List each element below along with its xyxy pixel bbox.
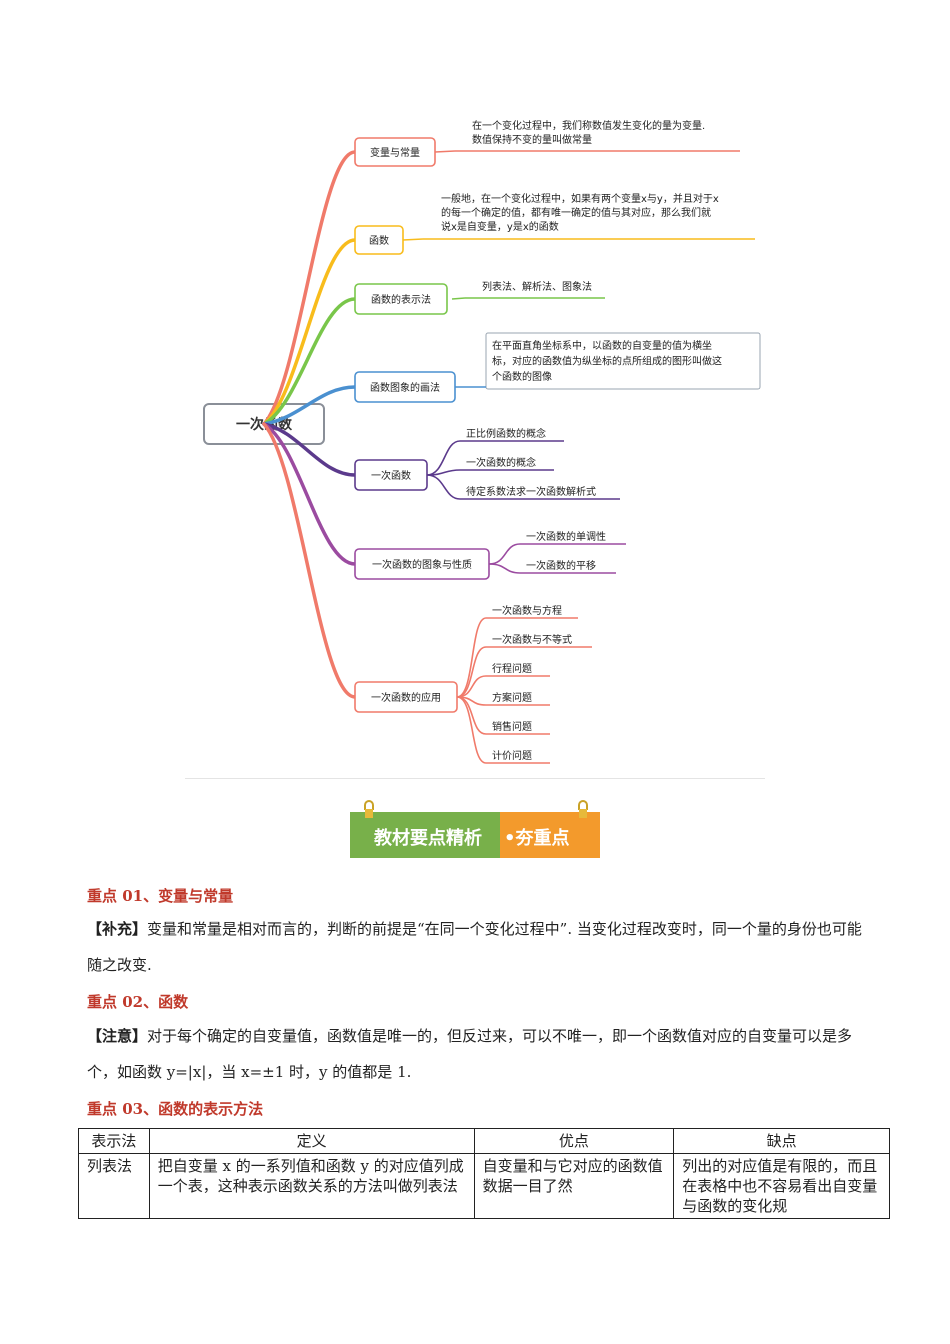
mindmap-note-text: 在平面直角坐标系中，以函数的自变量的值为横坐 <box>492 339 712 352</box>
mindmap-branch-connector <box>262 385 357 426</box>
representation-table: 表示法 定义 优点 缺点 列表法 把自变量 x 的一系列值和函数 y 的对应值列… <box>78 1128 890 1219</box>
mind-map: 一次函数 变量与常量 在一个变化过程中，我们称数值发生变化的量为变量.数值保持不变… <box>203 119 761 764</box>
mindmap-branch-connector <box>262 238 357 426</box>
mindmap-note-text: 说x是自变量，y是x的函数 <box>441 220 559 233</box>
mindmap-child-connector <box>488 543 521 565</box>
mindmap-branch-connector <box>262 422 357 477</box>
table-row: 列表法 把自变量 x 的一系列值和函数 y 的对应值列成一个表，这种表示函数关系… <box>78 1153 890 1219</box>
table-cell: 把自变量 x 的一系列值和函数 y 的对应值列成一个表，这种表示函数关系的方法叫… <box>148 1153 475 1219</box>
mindmap-child-connector <box>456 617 487 698</box>
banner-right-text: •夯重点 <box>504 828 570 849</box>
mindmap-child-connector <box>456 646 487 698</box>
mindmap-child-connector <box>488 563 521 574</box>
section-title-3: 重点 03、函数的表示方法 <box>87 1100 264 1118</box>
mindmap-child-label: 一次函数与不等式 <box>492 633 572 646</box>
mindmap-node-label: 一次函数 <box>371 469 411 482</box>
mindmap-node-label: 函数 <box>369 234 389 247</box>
mindmap-child-connector <box>426 440 461 476</box>
supplement-tag: 【补充】 <box>87 920 148 938</box>
mindmap-node-label: 一次函数的图象与性质 <box>372 558 472 571</box>
mindmap-child-label: 待定系数法求一次函数解析式 <box>466 485 596 498</box>
binder-clip-icon <box>576 800 590 818</box>
mindmap-branch-connector <box>262 422 357 699</box>
table-header-cell: 缺点 <box>673 1128 890 1154</box>
table-header-cell: 表示法 <box>78 1128 150 1154</box>
section-title-2: 重点 02、函数 <box>87 993 189 1011</box>
mindmap-child-connector <box>456 675 487 698</box>
mindmap-child-label: 一次函数的平移 <box>526 559 596 572</box>
divider <box>185 778 765 779</box>
banner-right-panel <box>500 812 600 858</box>
table-header-cell: 优点 <box>473 1128 675 1154</box>
mindmap-child-label: 行程问题 <box>492 662 532 675</box>
mindmap-node-label: 一次函数的应用 <box>371 691 441 704</box>
mindmap-note-text: 标，对应的函数值为纵坐标的点所组成的图形叫做这 <box>492 355 722 368</box>
mindmap-node-label: 变量与常量 <box>370 146 420 159</box>
mindmap-child-label: 计价问题 <box>492 749 532 762</box>
note-text: 对于每个确定的自变量值，函数值是唯一的，但反过来，可以不唯一，即一个函数值对应的… <box>87 1027 853 1081</box>
section-banner: 教材要点精析 •夯重点 <box>350 800 600 858</box>
table-header-cell: 定义 <box>148 1128 475 1154</box>
mindmap-branch-connector <box>262 422 357 566</box>
mindmap-branch-connector <box>262 150 357 426</box>
section-paragraph-2: 【注意】对于每个确定的自变量值，函数值是唯一的，但反过来，可以不唯一，即一个函数… <box>87 1018 863 1090</box>
mindmap-note-text: 的每一个确定的值，都有唯一确定的值与其对应，那么我们就 <box>441 206 711 219</box>
mindmap-note-text: 列表法、解析法、图象法 <box>482 280 592 293</box>
mindmap-child-label: 一次函数的概念 <box>466 456 536 469</box>
mindmap-child-connector <box>426 474 461 500</box>
binder-clip-icon <box>362 800 376 818</box>
mindmap-note-connector <box>434 150 456 153</box>
mindmap-branch-connector <box>262 297 357 426</box>
mindmap-note-connector <box>402 238 424 241</box>
mindmap-child-label: 销售问题 <box>492 720 532 733</box>
mindmap-note-text: 个函数的图像 <box>492 370 552 383</box>
mindmap-child-label: 一次函数与方程 <box>492 604 562 617</box>
section-paragraph-1: 【补充】变量和常量是相对而言的，判断的前提是“在同一个变化过程中”. 当变化过程… <box>87 911 863 983</box>
mindmap-note-text: 数值保持不变的量叫做常量 <box>472 133 592 146</box>
table-cell: 列出的对应值是有限的，而且在表格中也不容易看出自变量与函数的变化规 <box>673 1153 890 1219</box>
mindmap-node-label: 函数图象的画法 <box>370 381 440 394</box>
mindmap-note-text: 一般地，在一个变化过程中，如果有两个变量x与y，并且对于x <box>441 192 719 205</box>
table-cell: 自变量和与它对应的函数值数据一目了然 <box>473 1153 675 1219</box>
mindmap-note-text: 在一个变化过程中，我们称数值发生变化的量为变量. <box>472 119 705 132</box>
mindmap-child-connector <box>456 696 487 764</box>
table-cell: 列表法 <box>78 1153 150 1219</box>
mindmap-node-box <box>354 283 448 315</box>
note-tag: 【注意】 <box>87 1027 148 1045</box>
mindmap-child-label: 方案问题 <box>492 691 532 704</box>
mindmap-child-label: 一次函数的单调性 <box>526 530 606 543</box>
section-title-1: 重点 01、变量与常量 <box>87 887 234 905</box>
banner-left-panel <box>350 812 500 858</box>
supplement-text: 变量和常量是相对而言的，判断的前提是“在同一个变化过程中”. 当变化过程改变时，… <box>87 920 862 974</box>
banner-left-text: 教材要点精析 <box>374 828 482 849</box>
mindmap-note-connector <box>451 297 466 300</box>
mindmap-child-label: 正比例函数的概念 <box>466 427 546 440</box>
table-header-row: 表示法 定义 优点 缺点 <box>78 1128 890 1154</box>
mindmap-child-connector <box>426 469 461 476</box>
mindmap-node-label: 函数的表示法 <box>371 293 431 306</box>
mindmap-note-box <box>485 332 761 390</box>
